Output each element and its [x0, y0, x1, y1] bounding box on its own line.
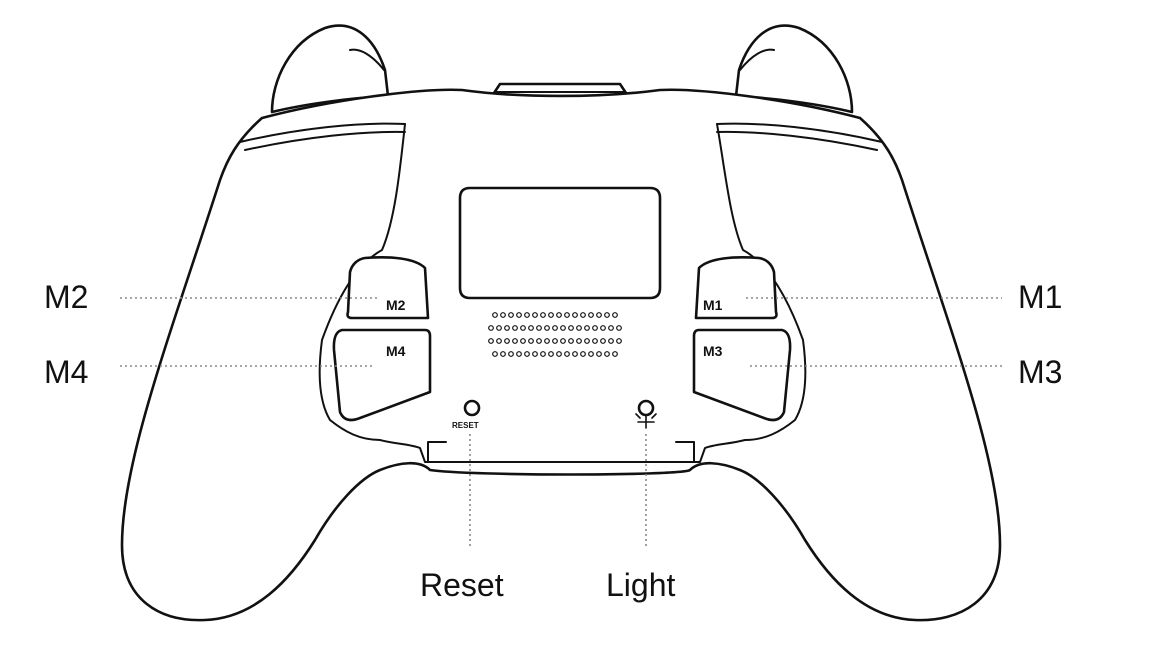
- grille-hole: [488, 338, 494, 344]
- grille-hole: [572, 351, 578, 357]
- grille-hole: [504, 338, 510, 344]
- grille-hole: [512, 325, 518, 331]
- grille-hole: [520, 325, 526, 331]
- m2-callout-label: M2: [44, 279, 88, 315]
- grille-hole: [504, 325, 510, 331]
- grille-hole: [608, 338, 614, 344]
- grille-hole: [592, 325, 598, 331]
- grille-hole: [588, 312, 594, 318]
- grille-hole: [608, 325, 614, 331]
- touchpad: [458, 186, 662, 300]
- grille-hole: [616, 338, 622, 344]
- grille-hole: [536, 338, 542, 344]
- grille-hole: [564, 351, 570, 357]
- grille-hole: [568, 325, 574, 331]
- reset-callout-label: Reset: [420, 567, 504, 603]
- grille-hole: [524, 312, 530, 318]
- grille-hole: [560, 338, 566, 344]
- grille-hole: [496, 338, 502, 344]
- left-shoulder: [270, 24, 390, 114]
- right-shoulder: [734, 24, 854, 114]
- dock-bracket: [427, 441, 447, 463]
- grille-hole: [596, 312, 602, 318]
- grille-hole: [536, 325, 542, 331]
- grille-hole: [492, 312, 498, 318]
- light-callout-label: Light: [606, 567, 676, 603]
- grille-hole: [604, 351, 610, 357]
- grille-hole: [552, 338, 558, 344]
- light-button[interactable]: [635, 399, 657, 429]
- grille-hole: [512, 338, 518, 344]
- grille-hole: [596, 351, 602, 357]
- grille-hole: [520, 338, 526, 344]
- grille-hole: [592, 338, 598, 344]
- grille-hole: [548, 312, 554, 318]
- grille-hole: [572, 312, 578, 318]
- grille-hole: [560, 325, 566, 331]
- grille-hole: [516, 312, 522, 318]
- grille-hole: [616, 325, 622, 331]
- grille-hole: [580, 312, 586, 318]
- grille-hole: [532, 312, 538, 318]
- grille-hole: [540, 351, 546, 357]
- m3-paddle-button[interactable]: M3: [692, 328, 792, 422]
- grille-hole: [492, 351, 498, 357]
- left-rim: [239, 122, 406, 143]
- m2-paddle-button[interactable]: M2: [346, 256, 430, 320]
- grille-hole: [612, 312, 618, 318]
- grille-hole: [500, 312, 506, 318]
- grille-hole: [564, 312, 570, 318]
- grille-hole: [508, 351, 514, 357]
- grille-hole: [556, 351, 562, 357]
- grille-hole: [600, 325, 606, 331]
- right-rim: [716, 122, 883, 143]
- grille-hole: [528, 325, 534, 331]
- grille-hole: [580, 351, 586, 357]
- grille-hole: [576, 325, 582, 331]
- speaker-grille: [488, 312, 622, 357]
- grille-hole: [576, 338, 582, 344]
- grille-hole: [588, 351, 594, 357]
- reset-button[interactable]: RESET: [452, 399, 481, 430]
- m2-button-label: M2: [386, 297, 406, 313]
- m3-button-label: M3: [703, 343, 723, 359]
- m3-callout-label: M3: [1018, 354, 1062, 390]
- grille-hole: [568, 338, 574, 344]
- grille-hole: [528, 338, 534, 344]
- grille-hole: [604, 312, 610, 318]
- circle-button-icon: [463, 399, 481, 417]
- reset-button-label: RESET: [452, 421, 479, 430]
- grille-hole: [584, 338, 590, 344]
- m1-callout-label: M1: [1018, 279, 1062, 315]
- grille-hole: [500, 351, 506, 357]
- grille-hole: [556, 312, 562, 318]
- grille-hole: [584, 325, 590, 331]
- grille-hole: [488, 325, 494, 331]
- light-bulb-icon: [635, 399, 657, 429]
- grille-hole: [600, 338, 606, 344]
- m4-paddle-button[interactable]: M4: [332, 328, 432, 422]
- m4-callout-label: M4: [44, 354, 88, 390]
- m4-button-label: M4: [386, 343, 406, 359]
- grille-hole: [544, 338, 550, 344]
- m1-paddle-button[interactable]: M1: [694, 256, 778, 320]
- grille-hole: [532, 351, 538, 357]
- grille-hole: [552, 325, 558, 331]
- grille-hole: [548, 351, 554, 357]
- grille-hole: [516, 351, 522, 357]
- grille-hole: [612, 351, 618, 357]
- grille-hole: [496, 325, 502, 331]
- grille-hole: [540, 312, 546, 318]
- m1-button-label: M1: [703, 297, 723, 313]
- grille-hole: [508, 312, 514, 318]
- grille-hole: [524, 351, 530, 357]
- grille-hole: [544, 325, 550, 331]
